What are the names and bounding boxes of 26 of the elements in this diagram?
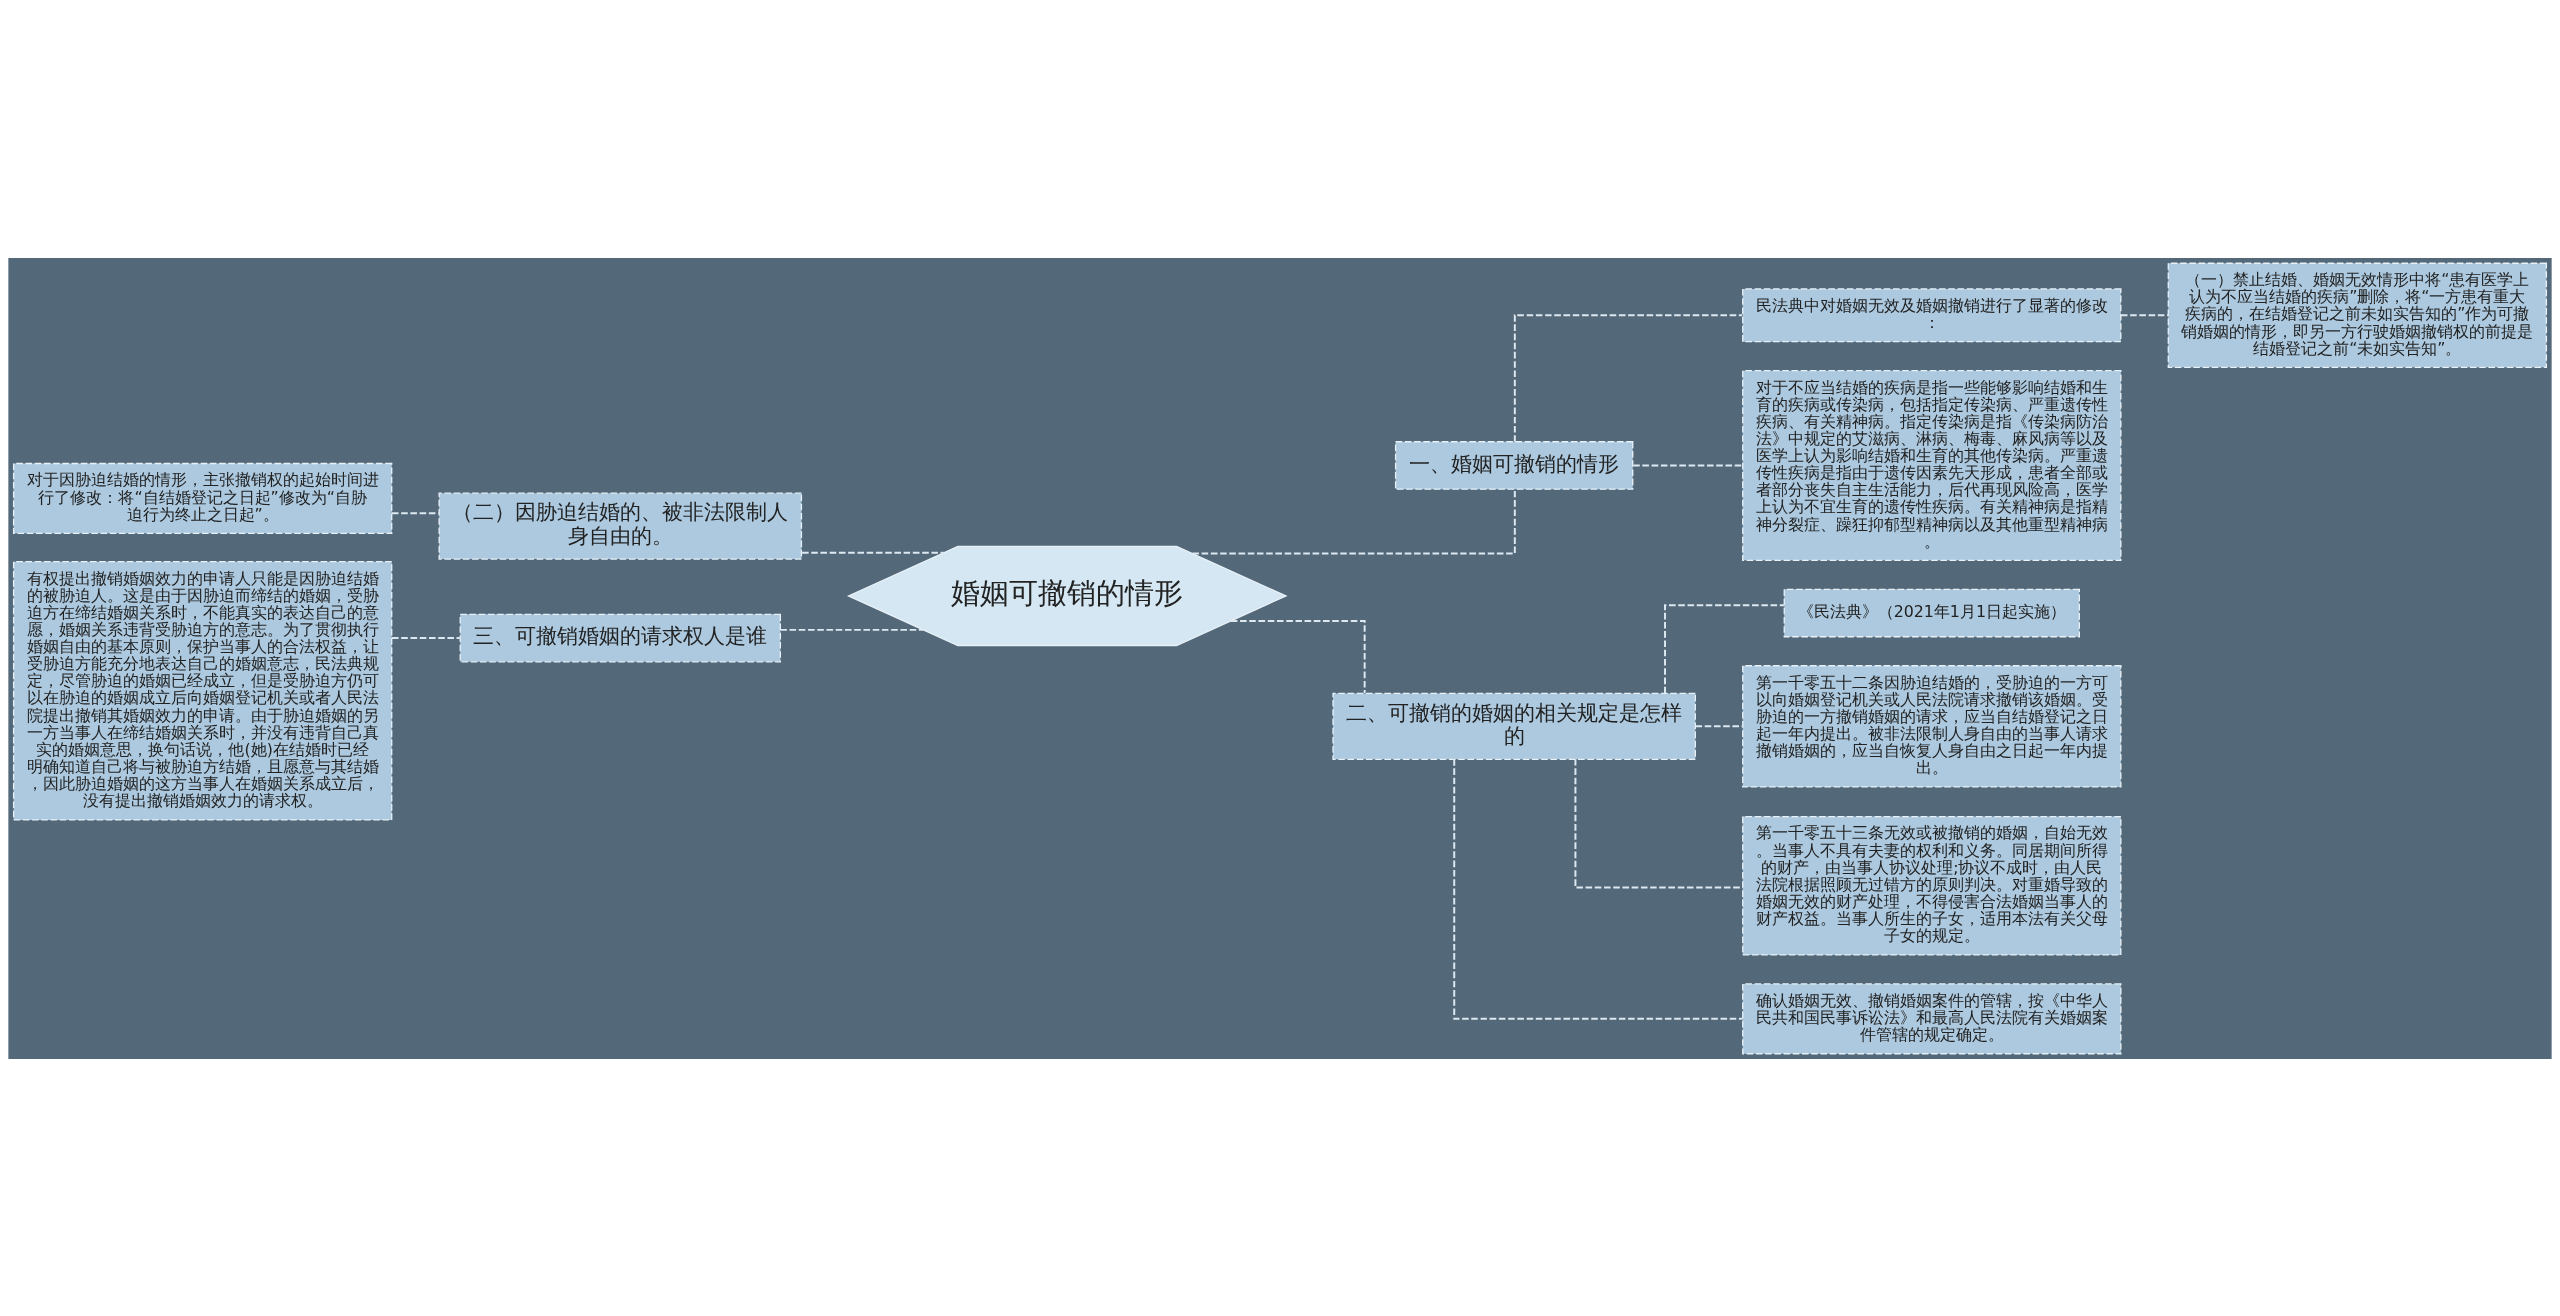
node-box: 确认婚姻无效、撤销婚姻案件的管辖，按《中华人民共和国民事诉讼法》和最高人民法院有关婚姻案件管辖的规定确定。 — [1742, 982, 2122, 1054]
node-box: （一）禁止结婚、婚姻无效情形中将“患有医学上认为不应当结婚的疾病”删除，将“一方患有重大疾病的，在结婚登记之前未如实告知的”作为可撤销婚姻的情形，即另一方行驶婚姻撤销权的前提是结婚登记之前“未如实告知”。 — [2167, 262, 2548, 368]
connector — [1453, 757, 1744, 1020]
node-box: （二）因胁迫结婚的、被非法限制人身自由的。 — [438, 492, 803, 560]
connector — [390, 636, 461, 639]
node-box: 对于因胁迫结婚的情形，主张撤销权的起始时间进行了修改：将“自结婚登记之日起”修改为“自胁迫行为终止之日起”。 — [12, 462, 393, 534]
node-box: 二、可撤销的婚姻的相关规定是怎样的 — [1332, 692, 1696, 760]
node-box: 第一千零五十二条因胁迫结婚的，受胁迫的一方可以向婚姻登记机关或人民法院请求撤销该婚姻。受胁迫的一方撤销婚姻的请求，应当自结婚登记之日起一年内提出。被非法限制人身自由的当事人请求撤销婚姻的，应当自恢复人身自由之日起一年内提出。 — [1742, 664, 2122, 788]
connector — [1664, 603, 1785, 694]
connector — [1694, 724, 1744, 727]
node-box: 有权提出撤销婚姻效力的申请人只能是因胁迫结婚的被胁迫人。这是由于因胁迫而缔结的婚姻，受胁迫方在缔结婚姻关系时，不能真实的表达自己的意愿，婚姻关系违背受胁迫方的意志。为了贯彻执行婚姻自由的基本原则，保护当事人的合法权益，让受胁迫方能充分地表达自己的婚姻意志，民法典规定，尽管胁迫的婚姻已经成立，但是受胁迫方仍可以在胁迫的婚姻成立后向婚姻登记机关或者人民法院提出撤销其婚姻效力的申请。由于胁迫婚姻的另一方当事人在缔结婚姻关系时，并没有违背自己真实的婚姻意思，换句话说，他(她)在结婚时已经明确知道自己将与被胁迫方结婚，且愿意与其结婚，因此胁迫婚姻的这方当事人在婚姻关系成立后，没有提出撤销婚姻效力的请求权。 — [12, 560, 393, 821]
node-box: 三、可撤销婚姻的请求权人是谁 — [459, 613, 781, 662]
node-box: 《民法典》（2021年1月1日起实施） — [1783, 588, 2080, 637]
node-box: 民法典中对婚姻无效及婚姻撤销进行了显著的修改： — [1742, 287, 2122, 342]
connector — [390, 511, 440, 514]
connector — [779, 628, 925, 631]
connector — [1513, 313, 1744, 443]
connector — [801, 551, 945, 554]
connector — [1229, 619, 1366, 694]
connector — [1632, 464, 1744, 466]
connector — [1574, 757, 1744, 888]
node-box: 第一千零五十三条无效或被撤销的婚姻，自始无效。当事人不具有夫妻的权利和义务。同居期间所得的财产，由当事人协议处理;协议不成时，由人民法院根据照顾无过错方的原则判决。对重婚导致的婚姻无效的财产处理，不得侵害合法婚姻当事人的财产权益。当事人所生的子女，适用本法有关父母子女的规定。 — [1742, 815, 2122, 956]
connector — [2119, 313, 2170, 316]
node-box: 对于不应当结婚的疾病是指一些能够影响结婚和生育的疾病或传染病，包括指定传染病、严重遗传性疾病、有关精神病。指定传染病是指《传染病防治法》中规定的艾滋病、淋病、梅毒、麻风病等以及医学上认为影响结婚和生育的其他传染病。严重遗传性疾病是指由于遗传因素先天形成，患者全部或者部分丧失自主生活能力，后代再现风险高，医学上认为不宜生育的遗传性疾病。有关精神病是指精神分裂症、躁狂抑郁型精神病以及其他重型精神病。 — [1742, 369, 2122, 561]
node-box: 一、婚姻可撤销的情形 — [1394, 440, 1634, 490]
connector — [1191, 488, 1516, 554]
